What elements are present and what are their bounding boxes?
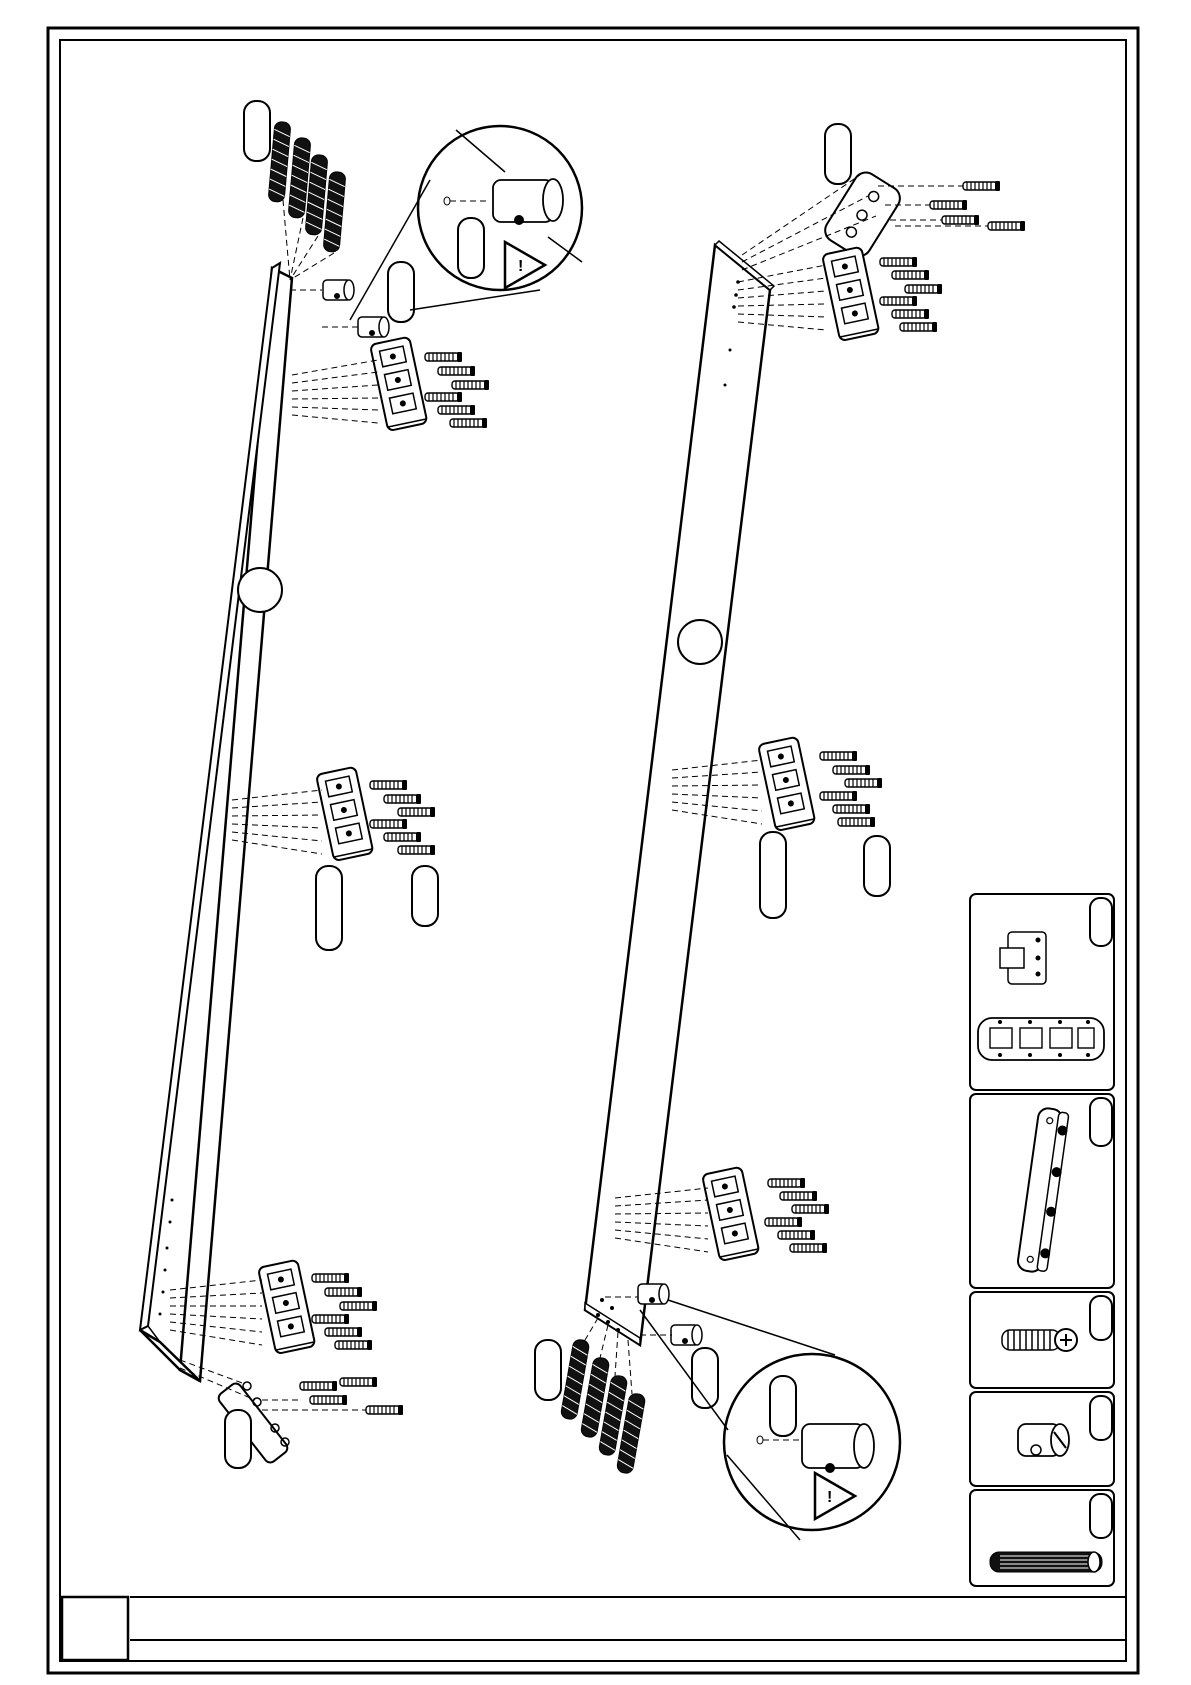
footer (62, 1597, 1126, 1660)
legend-label-pill (1090, 1396, 1112, 1440)
callout-pill (388, 262, 414, 322)
legend-box-dowel (970, 1490, 1114, 1586)
legend-box-barrel-nut (970, 1392, 1114, 1486)
callout-pill (825, 124, 851, 184)
callout-pill (864, 836, 890, 896)
callout-pill (244, 101, 270, 161)
page-number-box (62, 1597, 128, 1660)
callout-pill (316, 866, 342, 950)
panel-label-circle-left (238, 568, 282, 612)
left-panel-board (140, 263, 292, 1381)
dowel-icon (990, 1552, 1102, 1572)
panel-label-circle-right (678, 620, 722, 664)
callout-pill (760, 832, 786, 918)
screw-icon (1002, 1329, 1077, 1351)
barrel-nut-icon (1018, 1424, 1069, 1456)
legend-label-pill (1090, 1296, 1112, 1340)
callout-pill (770, 1376, 796, 1436)
legend-label-pill (1090, 1098, 1112, 1146)
legend-box-cam-plate (970, 894, 1114, 1090)
svg-text:!: ! (827, 1489, 832, 1506)
callout-pill (225, 1410, 251, 1468)
legend-box-long-bracket (970, 1094, 1114, 1288)
right-panel-board (585, 241, 774, 1345)
left-bottom-small-bracket (180, 1360, 403, 1468)
left-top-bracket-group (292, 337, 489, 431)
left-middle-bracket-group (232, 767, 438, 950)
callout-pill (412, 866, 438, 926)
svg-text:!: ! (518, 258, 523, 275)
parts-legend (970, 894, 1114, 1586)
left-top-detail-magnifier: ! (350, 126, 582, 320)
legend-box-screw (970, 1292, 1114, 1388)
callout-pill (458, 218, 484, 278)
callout-pill (535, 1340, 561, 1400)
legend-label-pill (1090, 898, 1112, 946)
legend-label-pill (1090, 1494, 1112, 1538)
right-top-bracket-group (738, 124, 1025, 341)
